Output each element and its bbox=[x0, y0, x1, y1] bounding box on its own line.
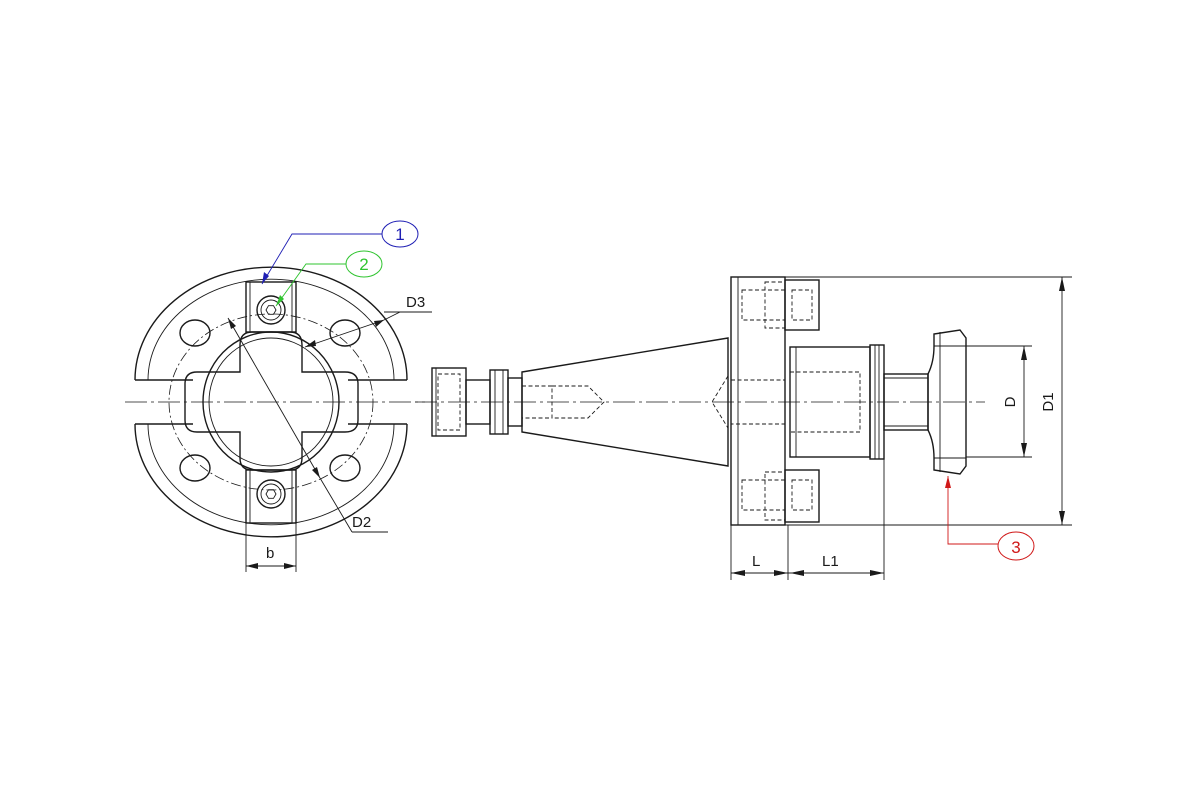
bolt-hole-top-right bbox=[329, 319, 361, 347]
d3-dimension-line bbox=[304, 319, 385, 348]
d-label: D bbox=[1002, 396, 1019, 407]
balloon-3-number: 3 bbox=[1011, 538, 1020, 557]
front-view: D2 D3 b 1 2 bbox=[125, 220, 432, 572]
taper-body bbox=[521, 337, 729, 467]
d3-leader bbox=[383, 311, 401, 321]
flange-body bbox=[730, 276, 786, 526]
d3-label: D3 bbox=[406, 294, 425, 311]
drive-slot-bottom bbox=[245, 469, 297, 524]
flange-inner-top bbox=[147, 278, 395, 381]
hub-bore-inner bbox=[208, 337, 334, 467]
drive-slot-top bbox=[245, 281, 297, 333]
flange-inner-bottom bbox=[147, 423, 395, 526]
d2-leader bbox=[319, 477, 353, 533]
taper-end-chamfer bbox=[711, 375, 729, 429]
d2-dimension-line bbox=[227, 317, 321, 479]
cross-key bbox=[184, 331, 359, 471]
side-view: D1 D L L1 3 bbox=[415, 276, 1072, 580]
screw-top bbox=[256, 295, 286, 325]
balloon-1: 1 bbox=[261, 220, 419, 285]
bolt-hole-top-left bbox=[179, 319, 211, 347]
bolt-hole-bottom-left bbox=[179, 454, 211, 482]
counterbore-bottom bbox=[784, 469, 820, 523]
bolt-hole-bottom-right bbox=[329, 454, 361, 482]
balloon-2: 2 bbox=[275, 250, 383, 307]
b-label: b bbox=[266, 545, 274, 562]
l1-label: L1 bbox=[822, 553, 839, 570]
screw-bottom bbox=[256, 479, 286, 509]
l-label: L bbox=[752, 553, 760, 570]
clamping-nut bbox=[927, 329, 967, 475]
balloon-2-number: 2 bbox=[359, 255, 368, 274]
taper-drill-point bbox=[552, 385, 605, 419]
d2-label: D2 bbox=[352, 514, 371, 531]
d1-label: D1 bbox=[1040, 392, 1057, 411]
balloon-3: 3 bbox=[945, 476, 1035, 561]
counterbore-top bbox=[784, 279, 820, 331]
balloon-1-number: 1 bbox=[395, 225, 404, 244]
